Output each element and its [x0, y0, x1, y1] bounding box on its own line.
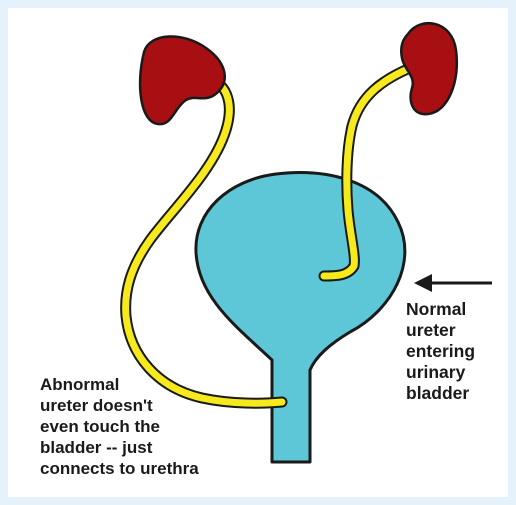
- bladder: [196, 173, 405, 462]
- left-kidney: [140, 36, 225, 124]
- normal-ureter-label: Normal ureter entering urinary bladder: [406, 299, 475, 404]
- abnormal-ureter-label: Abnormal ureter doesn't even touch the b…: [40, 374, 199, 479]
- right-kidney: [401, 23, 457, 114]
- arrow-left-icon: [414, 274, 492, 292]
